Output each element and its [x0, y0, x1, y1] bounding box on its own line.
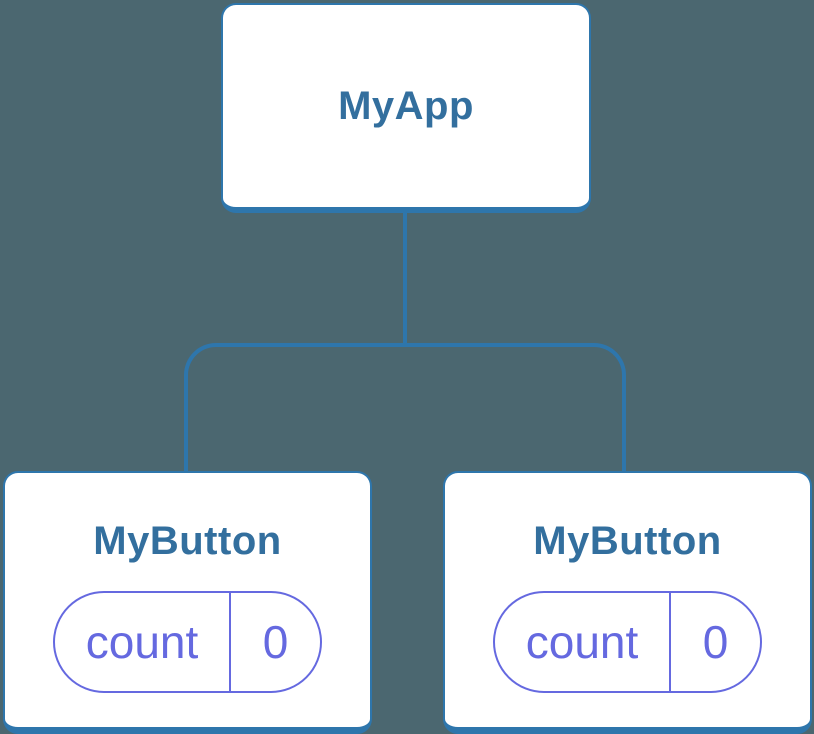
component-node-mybutton-right: MyButton count 0	[443, 471, 812, 734]
state-value: 0	[262, 616, 289, 668]
state-pill: count 0	[493, 591, 762, 693]
state-value: 0	[702, 616, 729, 668]
component-title: MyApp	[338, 84, 474, 128]
component-node-mybutton-left: MyButton count 0	[3, 471, 372, 734]
connector-branch-bracket	[184, 343, 626, 471]
component-title: MyButton	[533, 519, 722, 563]
state-name-label: count	[495, 593, 671, 691]
state-pill: count 0	[53, 591, 322, 693]
connector-stem-line	[403, 211, 407, 347]
state-name-label: count	[55, 593, 231, 691]
component-title: MyButton	[93, 519, 282, 563]
component-node-myapp: MyApp	[221, 3, 591, 213]
